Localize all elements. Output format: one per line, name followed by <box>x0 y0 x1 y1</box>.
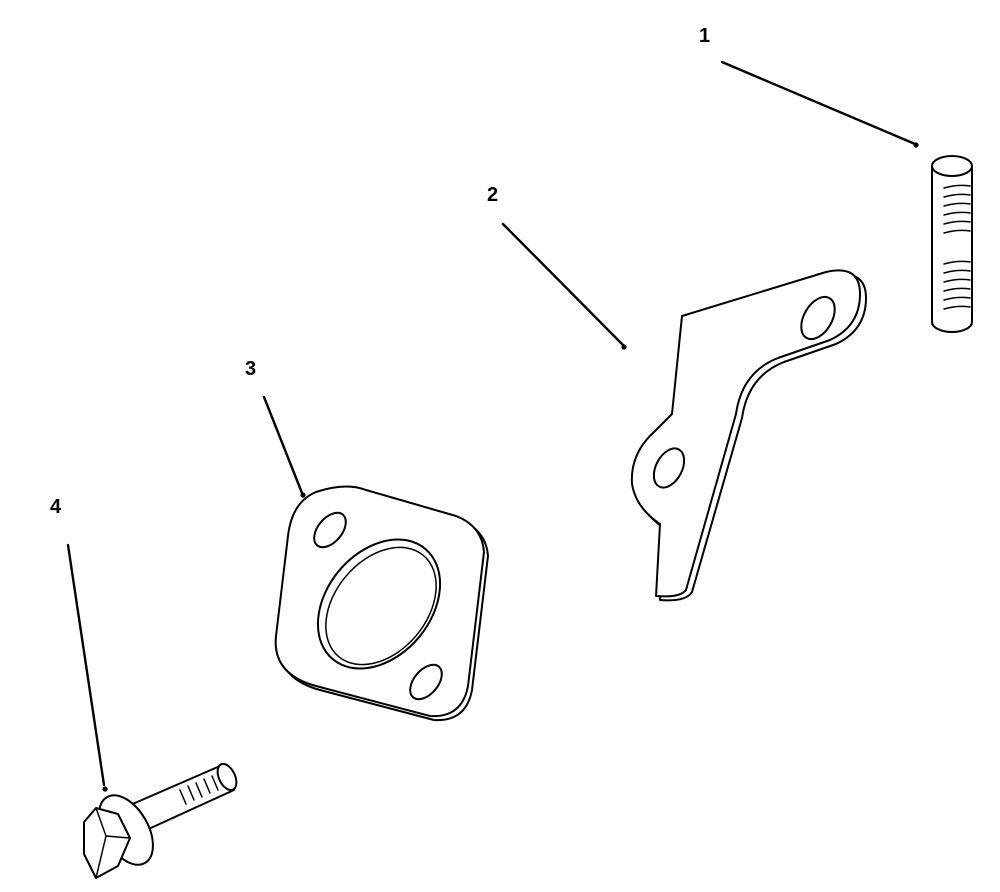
leader-line-1 <box>720 60 917 146</box>
gasket-hole-upper <box>313 511 347 549</box>
leader-line-3 <box>262 395 304 495</box>
callout-4: 4 <box>50 496 108 792</box>
callout-number-4: 4 <box>50 496 62 518</box>
bracket-hole-lower <box>652 447 686 489</box>
gasket-hole-lower <box>409 663 443 701</box>
callout-number-2: 2 <box>487 184 498 206</box>
callout-number-1: 1 <box>699 25 710 47</box>
bracket <box>630 269 867 602</box>
callout-3: 3 <box>245 358 306 498</box>
callout-2: 2 <box>487 184 627 350</box>
flange-bolt <box>83 762 238 879</box>
leader-line-4 <box>66 543 106 787</box>
bracket-hole-upper <box>800 295 836 341</box>
callout-1: 1 <box>699 25 919 148</box>
callout-number-3: 3 <box>245 358 256 380</box>
dowel-pin <box>931 155 973 333</box>
flange-gasket <box>274 485 489 722</box>
leader-line-2 <box>501 222 625 347</box>
gasket-bore <box>316 538 442 670</box>
leader-dot-4 <box>102 786 108 792</box>
leader-dot-1 <box>913 142 919 148</box>
leader-dot-2 <box>621 344 627 350</box>
leader-dot-3 <box>300 492 306 498</box>
